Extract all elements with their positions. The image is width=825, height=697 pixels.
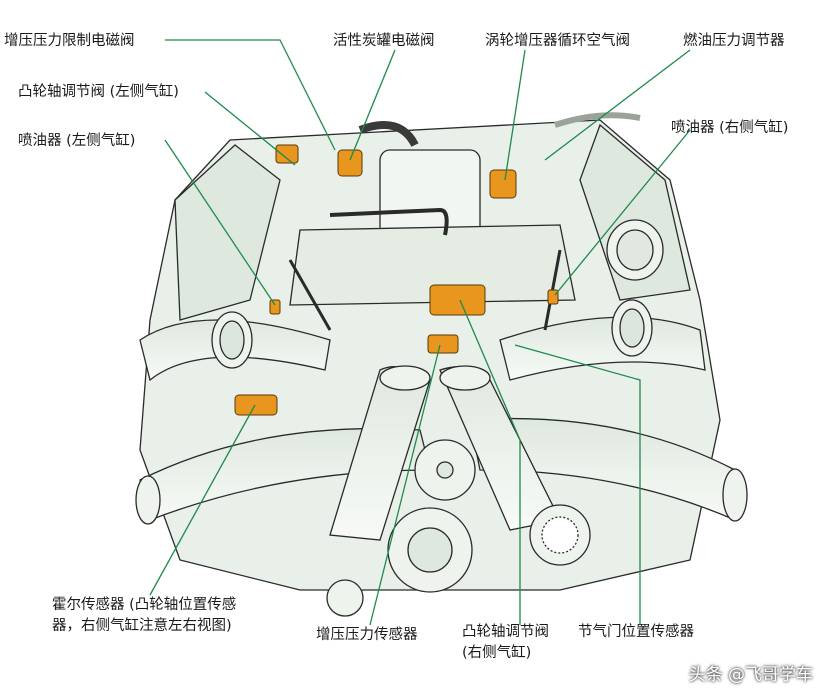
- label-boost-pressure-sensor: 增压压力传感器: [316, 627, 418, 643]
- leader-boost-pressure: [369, 344, 441, 626]
- leader-carbon-canister: [349, 49, 396, 161]
- leader-fuel-pressure: [544, 49, 691, 161]
- left-cylinder-head: [174, 144, 281, 321]
- leader-throttle: [514, 344, 641, 625]
- label-injector-left: 喷油器 (左侧气缸): [18, 133, 136, 149]
- label-camshaft-valve-left: 凸轮轴调节阀 (左侧气缸): [18, 84, 179, 100]
- leader-injector-left: [164, 139, 276, 306]
- label-carbon-canister-valve: 活性炭罐电磁阀: [333, 33, 435, 49]
- label-throttle-position-sensor: 节气门位置传感器: [578, 624, 694, 640]
- carbon-canister-valve-part: [337, 149, 363, 177]
- right-intake-pipe: [499, 316, 706, 381]
- leader-injector-right: [554, 129, 691, 296]
- label-fuel-pressure-regulator: 燃油压力调节器: [683, 33, 785, 49]
- injector-right-part: [547, 289, 559, 305]
- watermark: 头条 @飞哥学车: [688, 665, 813, 685]
- injector-left-part: [269, 299, 281, 315]
- leader-camshaft-left: [204, 91, 296, 166]
- camshaft-valve-right-part: [429, 284, 486, 316]
- label-boost-limit-valve: 增压压力限制电磁阀: [4, 33, 135, 49]
- leader-camshaft-right: [459, 299, 521, 625]
- camshaft-valve-left-part: [234, 394, 278, 416]
- label-hall-sensor: 霍尔传感器 (凸轮轴位置传感器，右侧气缸注意左右视图): [52, 597, 237, 634]
- leader-boost-limit: [165, 39, 336, 151]
- turbo-recirc-valve-part: [489, 169, 517, 199]
- boost-pressure-sensor-part: [427, 334, 459, 354]
- leader-hall-sensor: [149, 404, 256, 596]
- leader-lines: [149, 39, 691, 626]
- leader-turbo-recirc: [504, 49, 526, 181]
- label-camshaft-valve-right: 凸轮轴调节阀 (右侧气缸): [462, 624, 549, 661]
- boost-limit-valve-part: [275, 144, 299, 164]
- label-turbo-recirc-valve: 涡轮增压器循环空气阀: [485, 33, 630, 49]
- label-injector-right: 喷油器 (右侧气缸): [671, 120, 789, 136]
